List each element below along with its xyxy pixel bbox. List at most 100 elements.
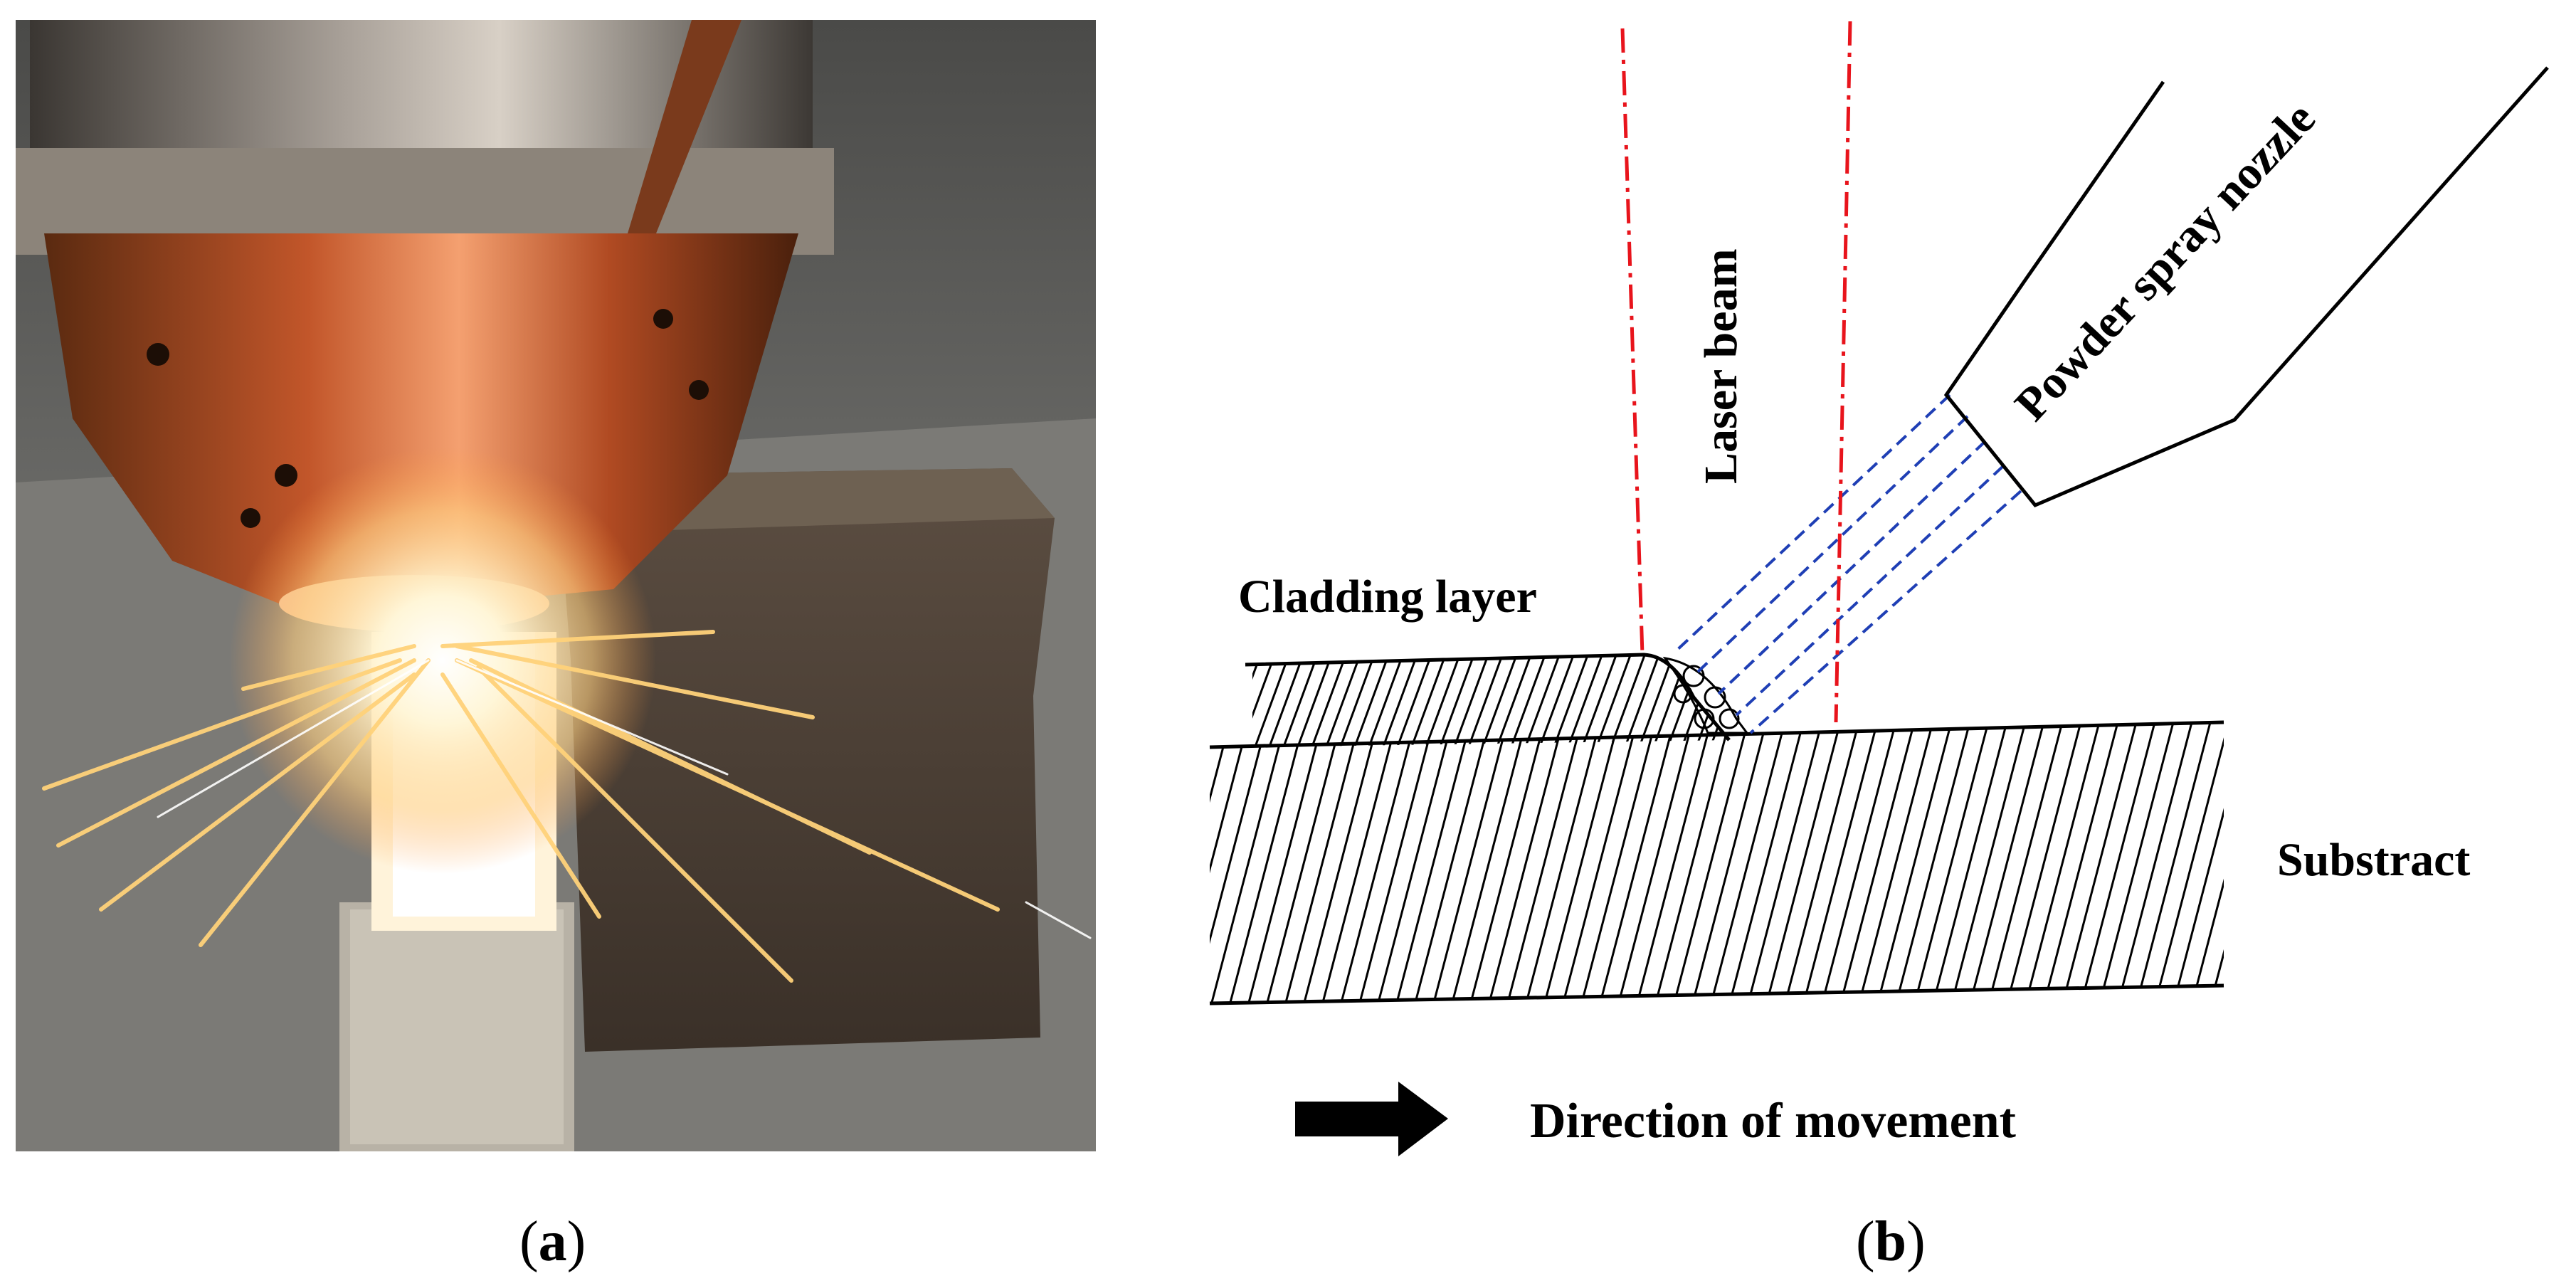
hatch-line [1536, 655, 1578, 747]
hatch-line [1578, 722, 1659, 1003]
hatch-line [1634, 722, 1715, 1003]
hatch-line [1365, 655, 1407, 747]
hatch-line [1504, 722, 1585, 1003]
hatch-line [2096, 722, 2178, 1003]
hatch-line [1436, 655, 1478, 747]
hatch-line [1671, 722, 1752, 1003]
hatch-line [1167, 712, 1177, 1010]
hatch-line [1308, 655, 1350, 747]
hatch-line [1322, 655, 1364, 747]
hatch-line [1819, 722, 1900, 1003]
hatch-line [1541, 722, 1622, 1003]
laser-beam-lines [1620, 21, 1852, 723]
hatch-line [1782, 722, 1863, 1003]
hatch-line [1338, 722, 1419, 1003]
hatch-line [1930, 722, 2011, 1003]
hatch-line [1449, 722, 1530, 1003]
hatch-line [1245, 722, 1326, 1003]
hatch-line [1450, 655, 1492, 747]
hatch-line [1167, 712, 1195, 1010]
hatch-line [2078, 722, 2159, 1003]
hatch-line [1210, 722, 1271, 1003]
hatch-line [2115, 722, 2196, 1003]
direction-arrow-icon [1295, 1082, 1448, 1156]
substrate-outline [1209, 720, 2224, 1005]
hatch-line [1210, 722, 1289, 1003]
hatch-line [1351, 655, 1393, 747]
hatch-line [1578, 655, 1620, 747]
hatch-line [1521, 655, 1563, 747]
hatch-line [1736, 648, 1775, 754]
cladding-layer-label: Cladding layer [1238, 571, 1537, 623]
hatch-line [1467, 722, 1548, 1003]
hatch-line [1375, 722, 1456, 1003]
hatch-line [2004, 722, 2085, 1003]
hatch-line [1893, 722, 1974, 1003]
hatch-line [1751, 648, 1790, 754]
hatch-line [2041, 722, 2122, 1003]
hatch-line [1507, 655, 1549, 747]
hatch-line [1336, 655, 1378, 747]
hatch-line [1479, 655, 1521, 747]
laser-beam-label: Laser beam [1695, 248, 1747, 484]
hatch-line [1800, 722, 1881, 1003]
hatch-line [1227, 722, 1308, 1003]
hatch-line [1652, 722, 1733, 1003]
hatch-line [2133, 722, 2215, 1003]
hatch-line [1837, 722, 1918, 1003]
substrate-label: Substract [2277, 834, 2470, 886]
hatch-line [1279, 655, 1321, 747]
direction-label: Direction of movement [1530, 1094, 2016, 1149]
hatch-line [1210, 722, 1234, 1003]
hatch-line [1393, 655, 1435, 747]
hatch-line [1486, 722, 1567, 1003]
hatch-line [1763, 722, 1844, 1003]
hatch-line [1210, 722, 1215, 1003]
hatch-line [1408, 655, 1450, 747]
hatch-line [1412, 722, 1493, 1003]
hatch-line [1464, 655, 1506, 747]
powder-nozzle [1943, 66, 2549, 508]
hatch-line [1615, 722, 1696, 1003]
hatch-line [1393, 722, 1474, 1003]
hatch-line [1356, 722, 1437, 1003]
hatch-line [1745, 722, 1826, 1003]
laser-cladding-photo [16, 20, 1096, 1151]
hatch-line [1967, 722, 2048, 1003]
hatch-line [2059, 722, 2140, 1003]
hatch-line [1597, 722, 1678, 1003]
powder-nozzle-mouth [1945, 394, 2037, 507]
hatch-line [1282, 722, 1363, 1003]
hatch-line [1265, 655, 1307, 747]
hatch-line [2207, 722, 2224, 1003]
hatch-line [1319, 722, 1400, 1003]
hatch-line [1708, 722, 1789, 1003]
hatch-line [1264, 722, 1345, 1003]
melt-pool [1662, 656, 1749, 734]
hatch-line [1210, 722, 1252, 1003]
panel-b-caption: (b) [1856, 1210, 1926, 1273]
hatch-line [2022, 722, 2103, 1003]
hatch-line [1948, 722, 2029, 1003]
hatch-line [1593, 655, 1635, 747]
hatch-line [1181, 648, 1220, 754]
hatch-line [2170, 722, 2224, 1003]
hatch-line [1689, 722, 1770, 1003]
hatch-line [1726, 722, 1807, 1003]
hatch-line [1210, 648, 1249, 754]
hatch-line [1550, 655, 1592, 747]
hatch-line [1985, 722, 2066, 1003]
hatch-line [1874, 722, 1955, 1003]
hatch-line [1301, 722, 1382, 1003]
hatch-line [1856, 722, 1937, 1003]
hatch-line [1560, 722, 1641, 1003]
powder-stream [1674, 394, 2022, 734]
hatch-line [1607, 655, 1649, 747]
panel-a-caption: (a) [519, 1210, 586, 1273]
hatch-line [1621, 655, 1663, 747]
hatch-line [1379, 655, 1421, 747]
hatch-line [2189, 722, 2224, 1003]
hatch-line [1195, 648, 1235, 754]
hatch-line [1422, 655, 1464, 747]
hatch-line [1493, 655, 1535, 747]
